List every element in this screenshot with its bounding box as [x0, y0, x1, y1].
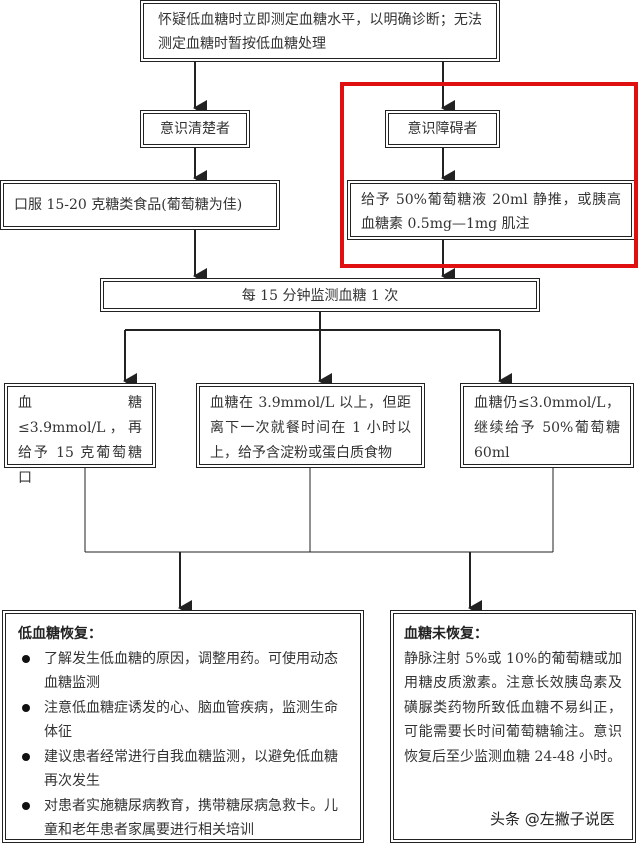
watermark: 头条 @左撇子说医 [490, 810, 615, 828]
oral-glucose-box: 口服 15-20 克糖类食品(葡萄糖为佳) [0, 180, 280, 230]
conscious-box: 意识清楚者 [140, 110, 250, 148]
branch-still-low-box: 血糖仍≤3.0mmol/L，继续给予 50%葡萄糖 60ml [460, 383, 634, 468]
bullet-icon [22, 654, 30, 663]
recovered-box: 低血糖恢复： 了解发生低血糖的原因，调整用药。可使用动态血糖监测 注意低血糖症诱… [2, 610, 364, 843]
bullet-icon [22, 801, 30, 810]
not-recovered-text: 静脉注射 5%或 10%的葡萄糖或加用糖皮质激素。注意长效胰岛素及磺脲类药物所致… [404, 650, 622, 765]
list-item-text: 了解发生低血糖的原因，调整用药。可使用动态血糖监测 [44, 650, 338, 692]
initial-assessment-box: 怀疑低血糖时立即测定血糖水平，以明确诊断；无法测定血糖时暂按低血糖处理 [140, 0, 500, 62]
list-item-text: 建议患者经常进行自我血糖监测，以避免低血糖再次发生 [44, 748, 338, 790]
list-item: 对患者实施糖尿病教育，携带糖尿病急救卡。儿童和老年患者家属要进行相关培训 [18, 794, 348, 843]
list-item-text: 注意低血糖症诱发的心、脑血管疾病，监测生命体征 [44, 699, 338, 741]
branch-low-box: 血 糖 ≤3.9mmol/L，再给予 15 克葡萄糖口 [4, 383, 170, 486]
list-item-text: 对患者实施糖尿病教育，携带糖尿病急救卡。儿童和老年患者家属要进行相关培训 [44, 797, 338, 839]
bullet-icon [22, 703, 30, 712]
bullet-icon [22, 752, 30, 761]
unconscious-box: 意识障碍者 [385, 110, 500, 148]
list-item: 建议患者经常进行自我血糖监测，以避免低血糖再次发生 [18, 745, 348, 794]
recovered-title: 低血糖恢复： [18, 626, 102, 642]
branch-normal-box: 血糖在 3.9mmol/L 以上，但距离下一次就餐时间在 1 小时以上，给予含淀… [196, 383, 425, 468]
monitor-box: 每 15 分钟监测血糖 1 次 [100, 278, 540, 312]
list-item: 了解发生低血糖的原因，调整用药。可使用动态血糖监测 [18, 647, 348, 696]
not-recovered-box: 血糖未恢复： 静脉注射 5%或 10%的葡萄糖或加用糖皮质激素。注意长效胰岛素及… [390, 610, 636, 843]
list-item: 注意低血糖症诱发的心、脑血管疾病，监测生命体征 [18, 696, 348, 745]
recovered-list: 了解发生低血糖的原因，调整用药。可使用动态血糖监测 注意低血糖症诱发的心、脑血管… [18, 647, 348, 843]
highlight-rectangle [340, 82, 638, 268]
iv-glucose-box: 给予 50%葡萄糖液 20ml 静推，或胰高血糖素 0.5mg—1mg 肌注 [347, 180, 635, 240]
not-recovered-title: 血糖未恢复： [404, 626, 488, 642]
